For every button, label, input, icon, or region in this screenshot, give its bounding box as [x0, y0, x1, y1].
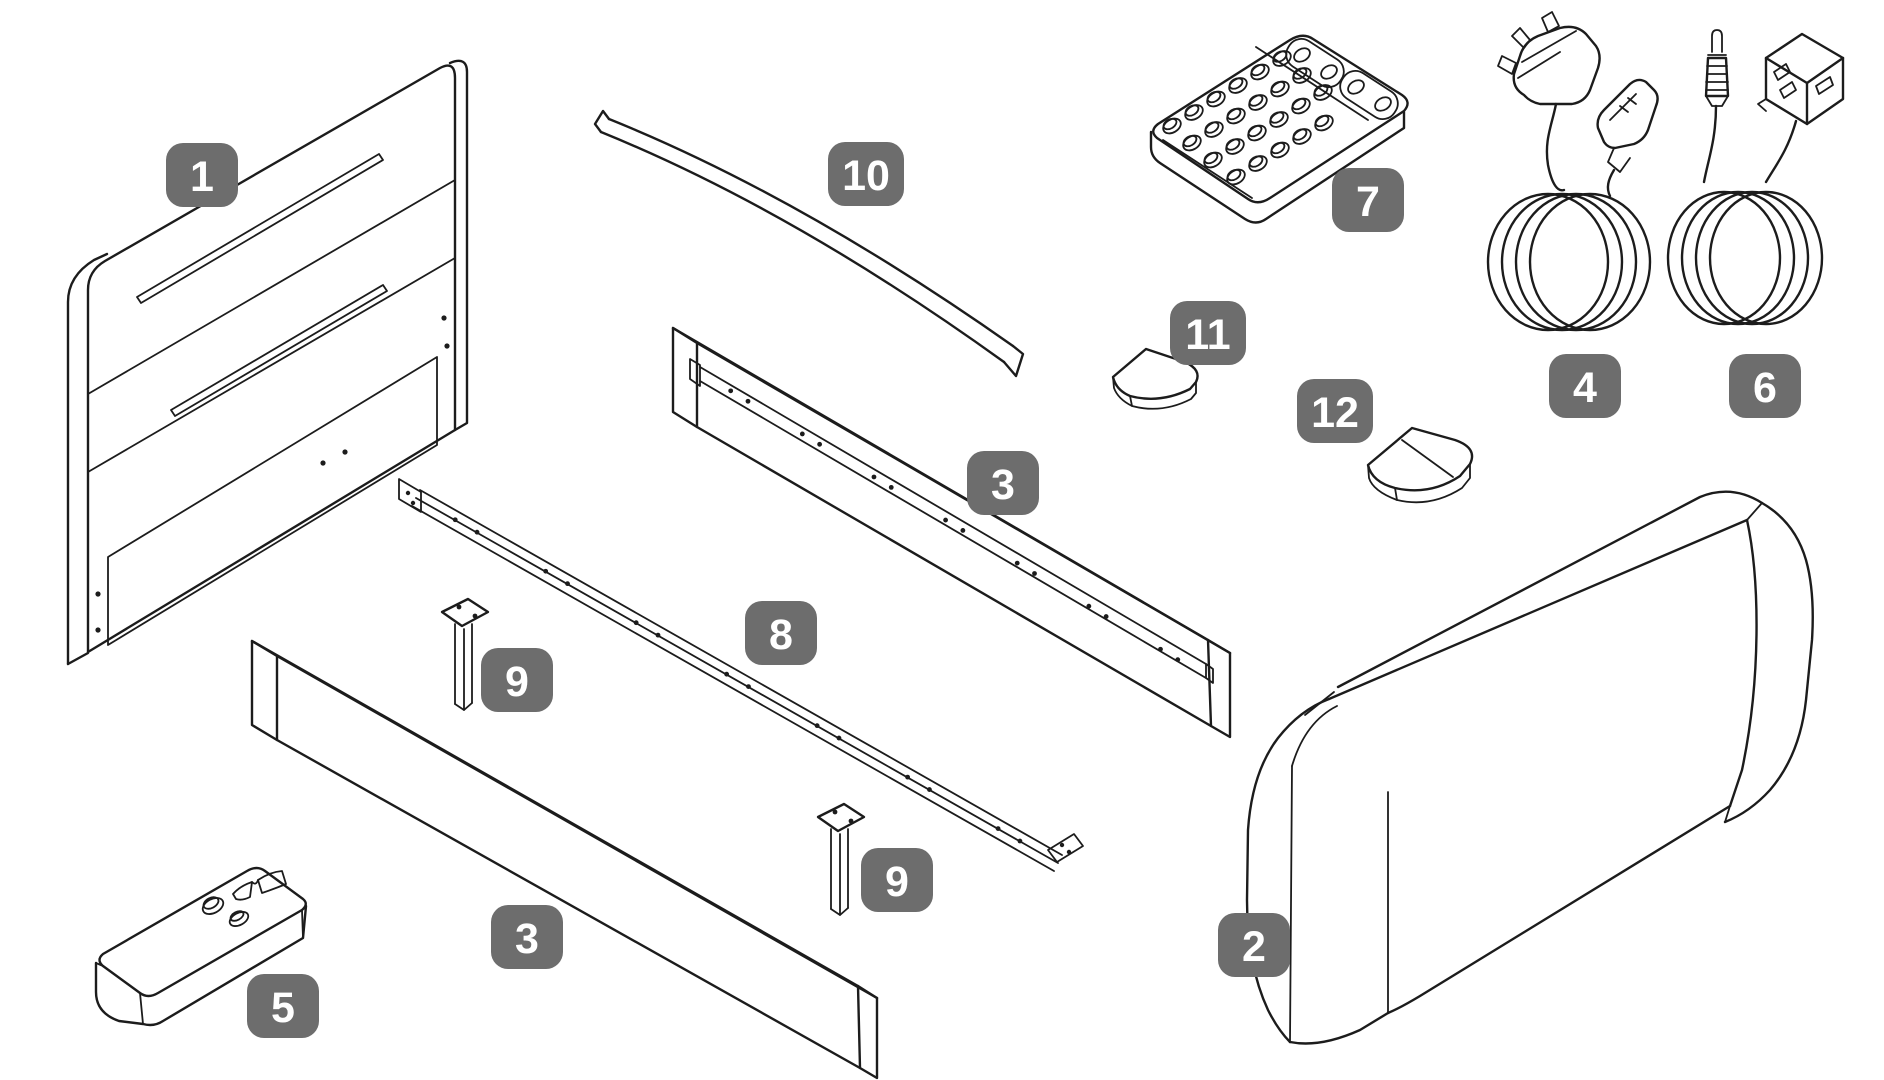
- part-2-footboard-drawing: [1245, 490, 1814, 1045]
- part-9-leg-lower-drawing: [816, 802, 866, 916]
- part-label-3-upper: 3: [967, 451, 1039, 515]
- label-badge: [1332, 168, 1404, 232]
- part-label-7: 7: [1332, 168, 1404, 232]
- part-6-power-adapter-cord-drawing: [1666, 29, 1845, 326]
- label-number: 9: [505, 658, 529, 706]
- part-12-corner-pad-drawing: [1366, 426, 1474, 504]
- label-number: 8: [769, 611, 793, 659]
- part-label-5: 5: [247, 974, 319, 1038]
- part-9-leg-upper-drawing: [440, 597, 490, 711]
- label-badge: [1729, 354, 1801, 418]
- part-7-remote-control-drawing: [1149, 34, 1409, 224]
- label-badge: [481, 648, 553, 712]
- part-label-6: 6: [1729, 354, 1801, 418]
- label-number: 12: [1311, 389, 1359, 437]
- part-label-4: 4: [1549, 354, 1621, 418]
- label-number: 5: [271, 984, 295, 1032]
- label-badge: [828, 142, 904, 206]
- label-badge: [247, 974, 319, 1038]
- part-label-3-lower: 3: [491, 905, 563, 969]
- part-11-corner-pad-drawing: [1111, 347, 1199, 410]
- label-badge: [1170, 301, 1246, 365]
- part-labels: 1 10 7 11 12 4 6 3: [166, 142, 1801, 1038]
- label-number: 3: [515, 915, 539, 963]
- part-label-9-upper: 9: [481, 648, 553, 712]
- part-8-center-rail-drawing: [398, 478, 1084, 872]
- part-label-12: 12: [1297, 379, 1373, 443]
- label-badge: [1549, 354, 1621, 418]
- label-number: 11: [1185, 311, 1230, 359]
- part-3-side-rail-lower-drawing: [250, 639, 879, 1080]
- label-number: 4: [1573, 364, 1597, 412]
- part-1-headboard-drawing: [66, 59, 469, 666]
- label-number: 9: [885, 858, 909, 906]
- part-3-side-rail-upper-drawing: [671, 326, 1232, 739]
- label-badge: [745, 601, 817, 665]
- label-number: 6: [1753, 364, 1777, 412]
- part-10-curved-slat-drawing: [593, 109, 1025, 378]
- label-badge: [967, 451, 1039, 515]
- label-badge: [491, 905, 563, 969]
- label-badge: [1297, 379, 1373, 443]
- label-number: 10: [842, 152, 890, 200]
- label-badge: [166, 143, 238, 207]
- part-label-9-lower: 9: [861, 848, 933, 912]
- part-label-10: 10: [828, 142, 904, 206]
- part-5-remote-control-drawing: [94, 866, 308, 1027]
- label-number: 3: [991, 461, 1015, 509]
- part-label-1: 1: [166, 143, 238, 207]
- part-label-8: 8: [745, 601, 817, 665]
- part-4-power-cord-drawing: [1486, 11, 1659, 332]
- part-label-2: 2: [1218, 913, 1290, 977]
- label-number: 2: [1242, 923, 1266, 971]
- part-label-11: 11: [1170, 301, 1246, 365]
- label-badge: [861, 848, 933, 912]
- label-number: 7: [1356, 178, 1380, 226]
- label-number: 1: [190, 153, 214, 201]
- label-badge: [1218, 913, 1290, 977]
